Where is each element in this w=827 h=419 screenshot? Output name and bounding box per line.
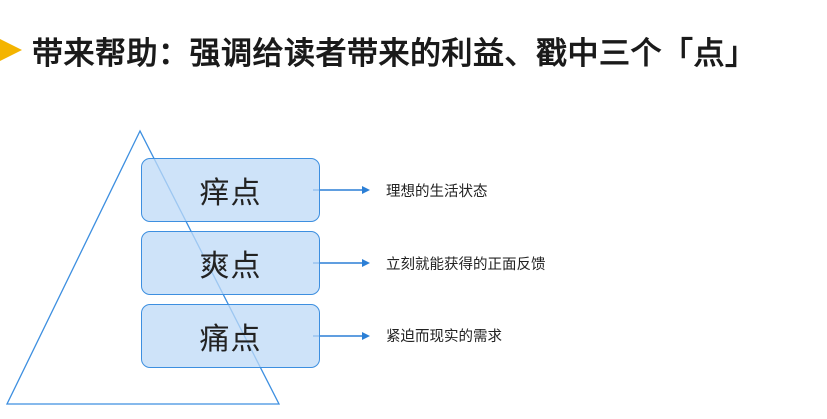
level-box-itch: 痒点 xyxy=(141,158,320,222)
level-description: 立刻就能获得的正面反馈 xyxy=(386,257,546,273)
slide-title-row: 带来帮助：强调给读者带来的利益、戳中三个「点」 xyxy=(0,22,757,78)
level-description: 紧迫而现实的需求 xyxy=(386,329,502,345)
level-label: 痒点 xyxy=(199,176,262,211)
level-box-thrill: 爽点 xyxy=(141,231,320,295)
arrow-1 xyxy=(313,186,370,194)
triangle-bullet-icon xyxy=(0,39,22,61)
slide-title: 带来帮助：强调给读者带来的利益、戳中三个「点」 xyxy=(32,35,757,72)
level-description: 理想的生活状态 xyxy=(386,184,488,200)
level-label: 爽点 xyxy=(199,249,262,284)
level-box-pain: 痛点 xyxy=(141,304,320,368)
arrow-2 xyxy=(313,259,370,267)
level-label: 痛点 xyxy=(199,322,262,357)
arrow-3 xyxy=(313,332,370,340)
